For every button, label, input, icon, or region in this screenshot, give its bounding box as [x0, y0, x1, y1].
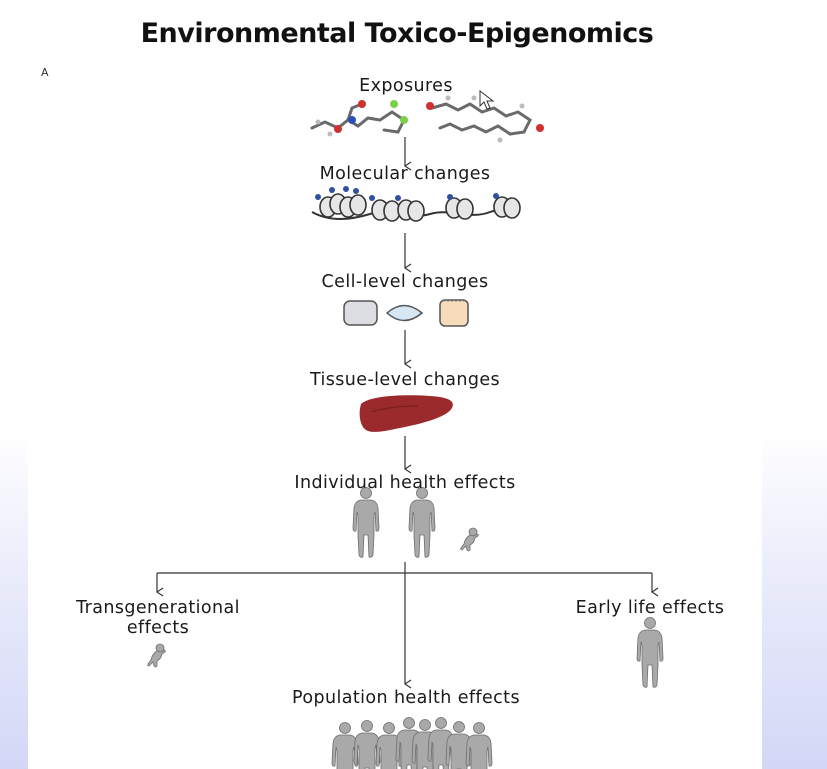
panel-letter: A: [41, 66, 49, 79]
molecule-icon: [310, 95, 544, 143]
human-figure-icon: [636, 617, 664, 688]
stage-transgenerational-label: Transgenerational effects: [76, 598, 240, 638]
stage-exposures-label: Exposures: [359, 76, 453, 96]
stage-population-label: Population health effects: [292, 688, 520, 708]
liver-icon: [359, 395, 453, 432]
stage-individual-label: Individual health effects: [294, 473, 516, 493]
infant-icon: [460, 527, 479, 552]
stage-cell-label: Cell-level changes: [321, 272, 489, 292]
cursor-icon: [479, 90, 495, 110]
branch-connector: [157, 562, 652, 684]
slide-title: Environmental Toxico-Epigenomics: [140, 18, 654, 49]
cell-icon: [343, 299, 469, 327]
stage-tissue-label: Tissue-level changes: [309, 370, 501, 390]
infant-icon: [147, 643, 166, 668]
stage-molecular-label: Molecular changes: [319, 164, 491, 184]
population-crowd-icon: [331, 717, 493, 769]
human-figure-icon: [352, 487, 436, 558]
nucleosome-icon: [311, 186, 521, 222]
stage-early-life-label: Early life effects: [575, 598, 725, 618]
